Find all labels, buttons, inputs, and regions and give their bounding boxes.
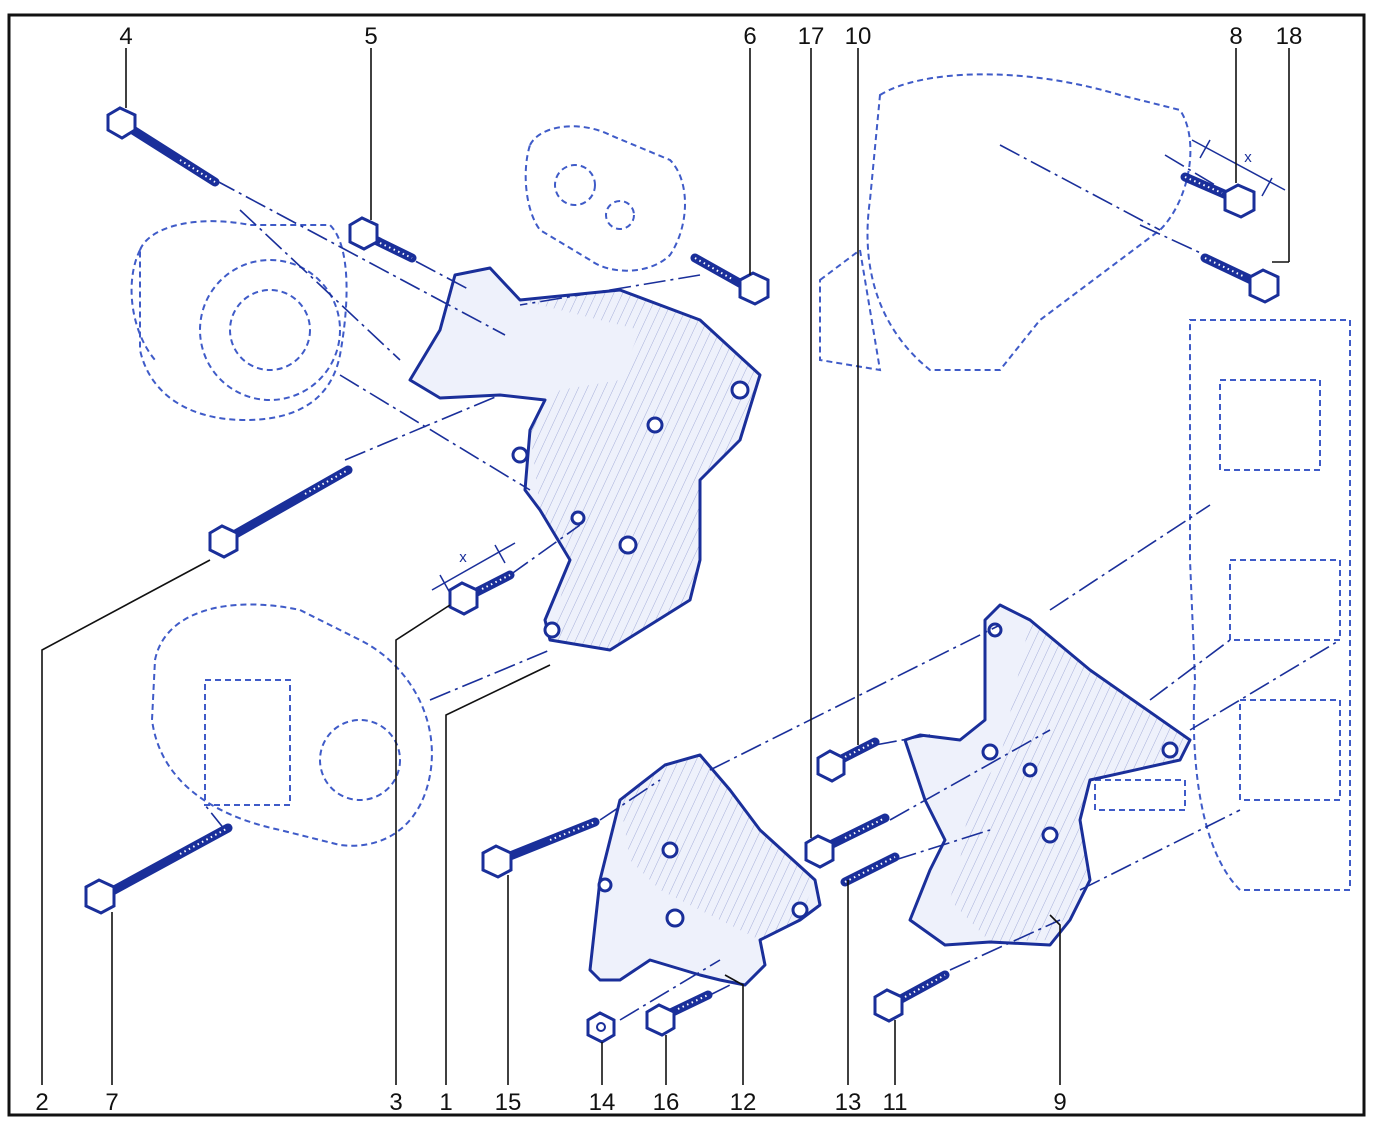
assembly-axes: [204, 144, 1341, 1021]
callout-labels: 4 5 6 17 10 8 18 2 7 3 1 15 14 16 12 13 …: [35, 23, 1302, 1116]
bolt-7: [84, 823, 233, 915]
bolt-16: [645, 990, 713, 1037]
dimension-x-upper-label: x: [1244, 149, 1252, 166]
callout-5: 5: [364, 23, 377, 50]
stud-13: [840, 852, 900, 887]
callout-13: 13: [835, 1089, 862, 1116]
bolt-18: [1200, 253, 1280, 304]
callout-3: 3: [389, 1089, 402, 1116]
callout-16: 16: [653, 1089, 680, 1116]
callout-18: 18: [1276, 23, 1303, 50]
bolt-11: [873, 970, 950, 1023]
bolt-5: [348, 216, 417, 263]
bolt-6: [690, 253, 770, 306]
callout-10: 10: [845, 23, 872, 50]
right-mounting-bracket: [903, 603, 1192, 947]
alternator-upper-ghost: [130, 220, 348, 422]
bolt-10: [816, 737, 880, 783]
bolt-2: [208, 465, 353, 559]
callout-15: 15: [495, 1089, 522, 1116]
nut-14: [586, 1011, 616, 1044]
callout-2: 2: [35, 1089, 48, 1116]
dimension-x-lower: x: [431, 542, 516, 594]
dimension-x-upper: x: [1191, 139, 1286, 197]
callout-7: 7: [105, 1089, 118, 1116]
diagram-frame: [7, 13, 1366, 1117]
bolt-15: [481, 817, 600, 879]
callout-1: 1: [439, 1089, 452, 1116]
bolt-17: [804, 813, 890, 869]
callout-17: 17: [798, 23, 825, 50]
bolt-4: [106, 106, 220, 187]
alternator-lower-ghost: [150, 603, 433, 847]
callout-12: 12: [730, 1089, 757, 1116]
bolt-3: [448, 570, 515, 616]
callout-9: 9: [1053, 1089, 1066, 1116]
compressor-ghost: [524, 125, 686, 272]
callout-4: 4: [119, 23, 132, 50]
bolt-8: [1180, 172, 1256, 219]
leader-lines: [41, 48, 1290, 1085]
callout-8: 8: [1229, 23, 1242, 50]
callout-6: 6: [743, 23, 756, 50]
upper-mounting-bracket: [408, 266, 762, 652]
lower-mounting-bracket: [588, 753, 822, 987]
callout-11: 11: [883, 1089, 908, 1116]
callout-14: 14: [589, 1089, 616, 1116]
dimension-x-lower-label: x: [459, 549, 467, 566]
